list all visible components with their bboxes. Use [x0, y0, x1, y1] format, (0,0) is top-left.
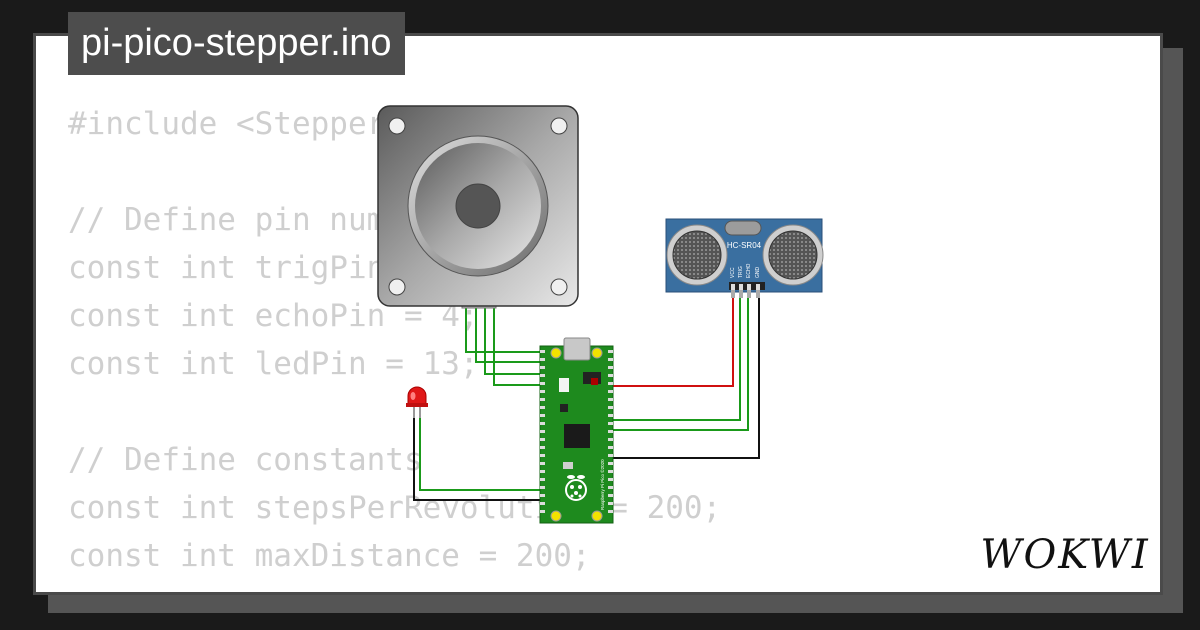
- code-line: // Define constants: [68, 442, 423, 478]
- wire-led-cathode: [413, 414, 543, 501]
- sensor-pin-gnd: GND: [755, 267, 761, 279]
- wire-trig: [606, 296, 741, 421]
- wire-motor-a: [465, 305, 543, 353]
- code-background: #include <Stepper.h>// Define pin number…: [68, 100, 721, 580]
- sensor-pin-vcc: VCC: [730, 267, 736, 278]
- wire-vcc: [606, 296, 734, 387]
- raspberry-logo-icon: [565, 475, 587, 501]
- pico-board-label: Raspberry Pi Pico ©2020: [599, 459, 605, 510]
- code-line: const int echoPin = 4;: [68, 298, 479, 334]
- wire-motor-c: [484, 305, 543, 375]
- wire-motor-d: [493, 305, 543, 386]
- stepper-motor[interactable]: [377, 105, 579, 309]
- pico-pins-right: [608, 350, 613, 513]
- pi-pico-board[interactable]: Raspberry Pi Pico ©2020: [539, 337, 614, 524]
- wire-led-anode: [419, 414, 543, 491]
- wire-motor-b: [475, 305, 543, 363]
- sensor-model-label: HC-SR04: [727, 241, 762, 250]
- wires: [413, 296, 760, 501]
- code-line: const int ledPin = 13;: [68, 346, 479, 382]
- file-title: pi-pico-stepper.ino: [68, 12, 405, 75]
- wire-echo: [606, 296, 749, 431]
- wire-gnd: [606, 296, 760, 459]
- code-line: const int stepsPerRevolution = 200;: [68, 490, 722, 526]
- wokwi-logo: WOKWI: [980, 532, 1149, 578]
- pico-pins-left: [540, 350, 545, 513]
- red-led[interactable]: [406, 386, 428, 418]
- wokwi-logo-text: WOKWI: [980, 532, 1149, 578]
- sensor-pin-trig: TRIG: [738, 266, 744, 278]
- ultrasonic-sensor[interactable]: HC-SR04 VCC TRIG ECHO GND: [665, 218, 824, 298]
- code-line: const int maxDistance = 200;: [68, 538, 591, 574]
- sensor-pin-echo: ECHO: [746, 263, 752, 278]
